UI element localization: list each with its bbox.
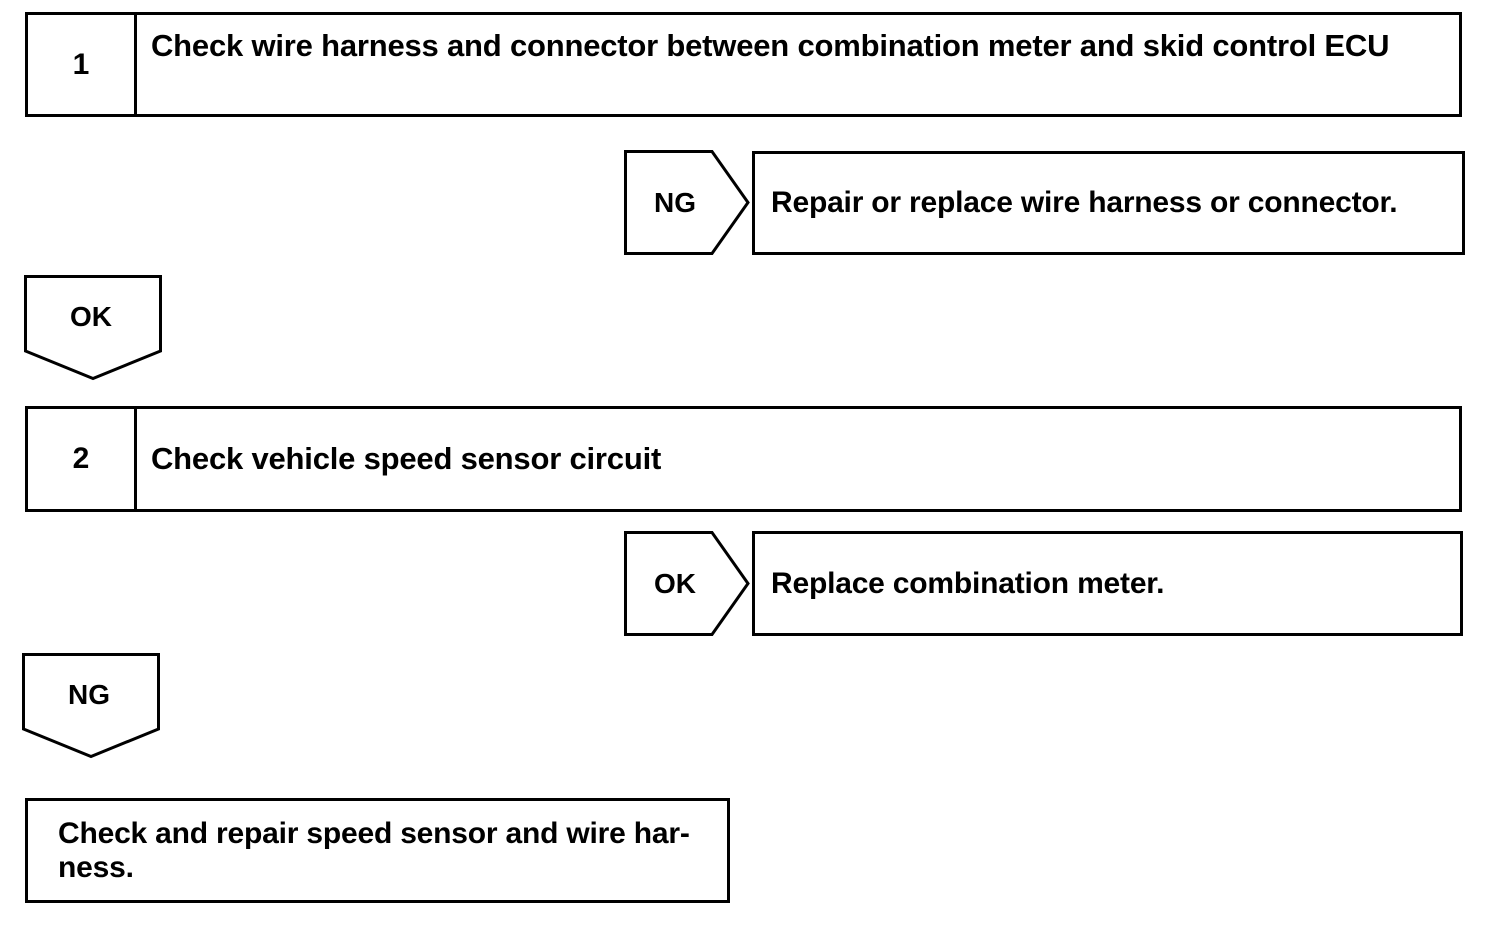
result-box-repair-harness: Repair or replace wire harness or connec… (752, 151, 1465, 255)
step-text-1: Check wire harness and connector between… (151, 28, 1390, 63)
branch-label-ng-2: NG (68, 679, 110, 710)
branch-arrow-ng-2: NG (22, 653, 160, 759)
branch-arrow-ok-2: OK (624, 531, 750, 636)
step-number-2: 2 (28, 409, 137, 509)
pentagon-right-icon (624, 531, 750, 636)
branch-label-ng-1: NG (654, 186, 696, 218)
pentagon-down-icon (24, 275, 162, 381)
result-text-final-line2: ness. (58, 850, 134, 884)
step-number-1: 1 (28, 15, 137, 114)
result-text-replace-meter: Replace combination meter. (771, 566, 1165, 600)
result-box-final: Check and repair speed sensor and wire h… (25, 798, 730, 903)
result-text-repair-harness: Repair or replace wire harness or connec… (771, 186, 1398, 220)
result-text-final: Check and repair speed sensor and wire h… (58, 817, 690, 884)
branch-arrow-ng-1: NG (624, 150, 750, 255)
result-text-final-line1: Check and repair speed sensor and wire h… (58, 817, 690, 850)
branch-arrow-ok-1: OK (24, 275, 162, 381)
step-box-1: 1 Check wire harness and connector betwe… (25, 12, 1462, 117)
pentagon-right-icon (624, 150, 750, 255)
step-box-2: 2 Check vehicle speed sensor circuit (25, 406, 1462, 512)
branch-label-ok-2: OK (654, 567, 696, 599)
pentagon-down-icon (22, 653, 160, 759)
result-box-replace-meter: Replace combination meter. (752, 531, 1463, 636)
step-text-2: Check vehicle speed sensor circuit (151, 440, 662, 476)
branch-label-ok-1: OK (70, 301, 112, 332)
